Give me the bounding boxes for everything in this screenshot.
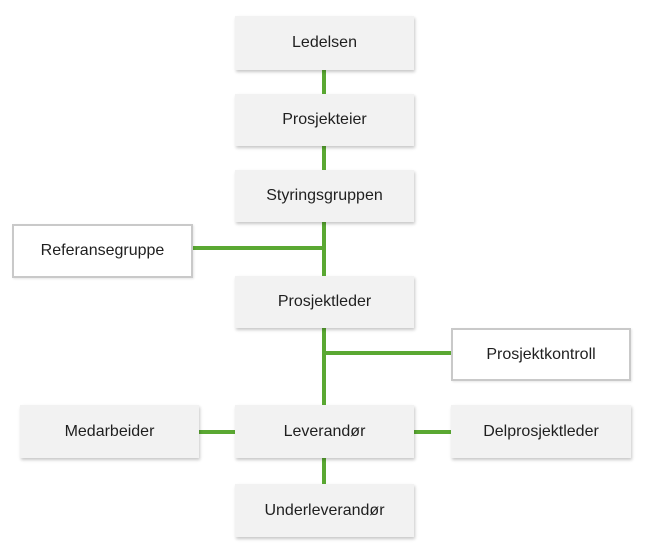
connector-prosjekteier-styringsgruppen [322, 146, 326, 170]
node-leverandor: Leverandør [235, 405, 414, 458]
connector-prosjektleder-leverandor [322, 328, 326, 405]
node-referansegruppe: Referansegruppe [12, 224, 193, 278]
node-underleverandor: Underleverandør [235, 484, 414, 537]
connector-medarbeider [199, 430, 235, 434]
node-delprosjektleder: Delprosjektleder [451, 405, 631, 458]
node-medarbeider: Medarbeider [20, 405, 199, 458]
node-ledelsen: Ledelsen [235, 16, 414, 70]
node-prosjekteier: Prosjekteier [235, 94, 414, 146]
node-styringsgruppen: Styringsgruppen [235, 170, 414, 222]
connector-ledelsen-prosjekteier [322, 70, 326, 94]
node-prosjektkontroll: Prosjektkontroll [451, 328, 631, 381]
connector-referansegruppe [193, 246, 326, 250]
connector-prosjektkontroll [322, 351, 451, 355]
connector-leverandor-underleverandor [322, 458, 326, 484]
connector-delprosjektleder [414, 430, 451, 434]
node-prosjektleder: Prosjektleder [235, 276, 414, 328]
